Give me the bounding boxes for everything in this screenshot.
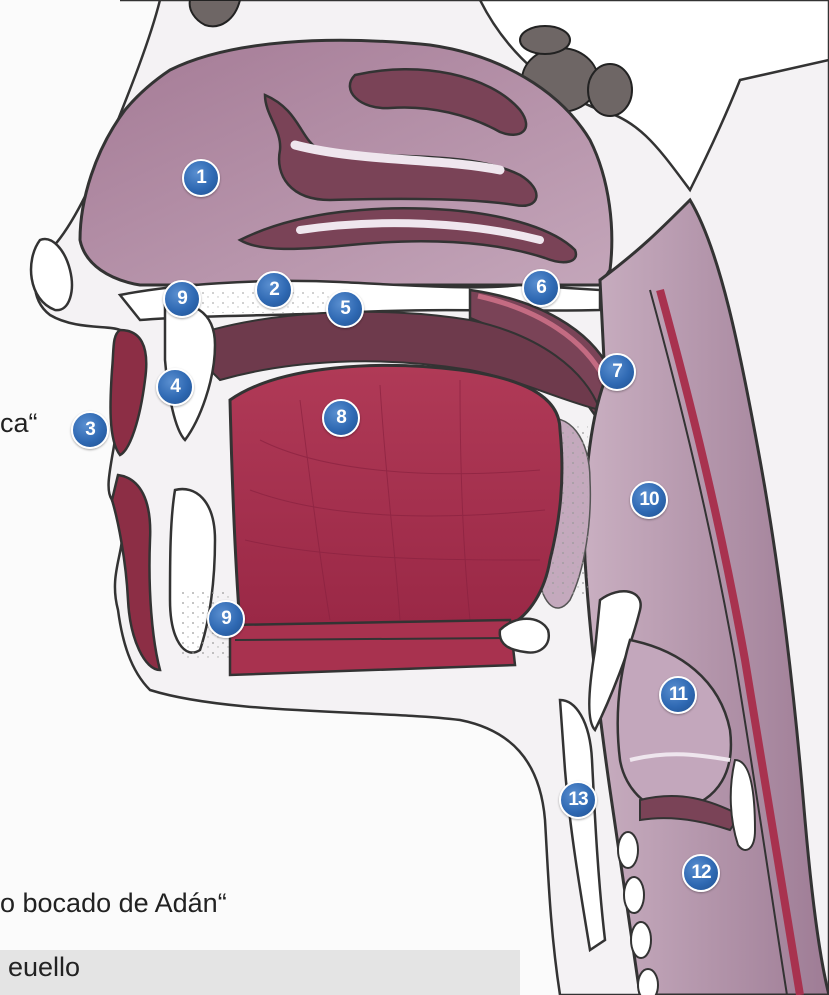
marker-5: 5 <box>326 290 364 328</box>
marker-7: 7 <box>598 353 636 391</box>
hyoid-bone <box>500 619 549 653</box>
marker-8: 8 <box>322 399 360 437</box>
marker-4: 4 <box>156 368 194 406</box>
tongue <box>230 365 562 625</box>
marker-3: 3 <box>71 411 109 449</box>
marker-2: 2 <box>255 271 293 309</box>
marker-10: 10 <box>630 481 668 519</box>
marker-9-lower: 9 <box>207 600 245 638</box>
marker-9-upper: 9 <box>163 280 201 318</box>
marker-13: 13 <box>559 781 597 819</box>
sinus-2 <box>588 64 632 116</box>
caption-boca-fragment: ca“ <box>0 408 38 439</box>
caption-cuello-fragment: euello <box>0 950 520 995</box>
marker-12: 12 <box>682 854 720 892</box>
sinus-3 <box>520 26 570 54</box>
marker-11: 11 <box>659 676 697 714</box>
marker-6: 6 <box>522 269 560 307</box>
marker-1: 1 <box>182 159 220 197</box>
mouth-floor-muscle <box>230 620 515 675</box>
caption-bocado-de-adan: o bocado de Adán“ <box>0 888 227 919</box>
